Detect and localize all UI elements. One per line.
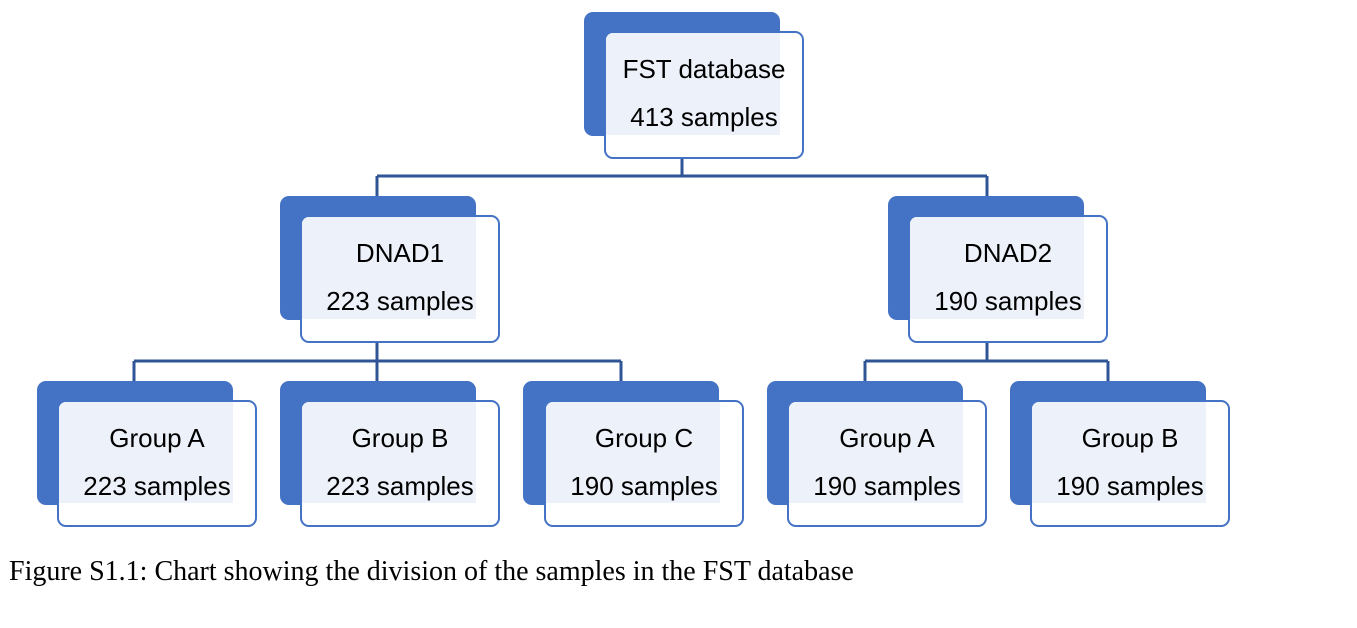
node-dnad1: DNAD1 223 samples <box>300 215 500 343</box>
node-dnad2: DNAD2 190 samples <box>908 215 1108 343</box>
node-dnad1-group-c: Group C 190 samples <box>544 400 744 527</box>
node-dnad1-group-a: Group A 223 samples <box>57 400 257 527</box>
node-dnad1-group-b-count: 223 samples <box>326 470 474 501</box>
node-dnad1-group-a-title: Group A <box>109 422 205 453</box>
node-dnad2-count: 190 samples <box>934 286 1082 316</box>
node-dnad2-group-a-title: Group A <box>839 422 935 453</box>
node-root-count: 413 samples <box>630 102 778 132</box>
node-dnad2-group-a-count: 190 samples <box>813 470 961 501</box>
figure-caption: Figure S1.1: Chart showing the division … <box>9 556 854 587</box>
node-dnad1-group-a-count: 223 samples <box>83 470 231 501</box>
node-dnad1-count: 223 samples <box>326 286 474 316</box>
node-dnad1-group-c-title: Group C <box>594 422 694 453</box>
node-root-title: FST database <box>622 54 786 84</box>
node-root: FST database 413 samples <box>604 31 804 159</box>
node-dnad2-group-a: Group A 190 samples <box>787 400 987 527</box>
node-dnad2-group-b-count: 190 samples <box>1056 470 1204 501</box>
node-dnad2-group-b: Group B 190 samples <box>1030 400 1230 527</box>
node-dnad2-title: DNAD2 <box>963 238 1053 268</box>
node-dnad2-group-b-title: Group B <box>1081 422 1179 453</box>
node-dnad1-group-b-title: Group B <box>351 422 449 453</box>
node-dnad1-group-b: Group B 223 samples <box>300 400 500 527</box>
node-dnad1-group-c-count: 190 samples <box>570 470 718 501</box>
node-dnad1-title: DNAD1 <box>355 238 445 268</box>
